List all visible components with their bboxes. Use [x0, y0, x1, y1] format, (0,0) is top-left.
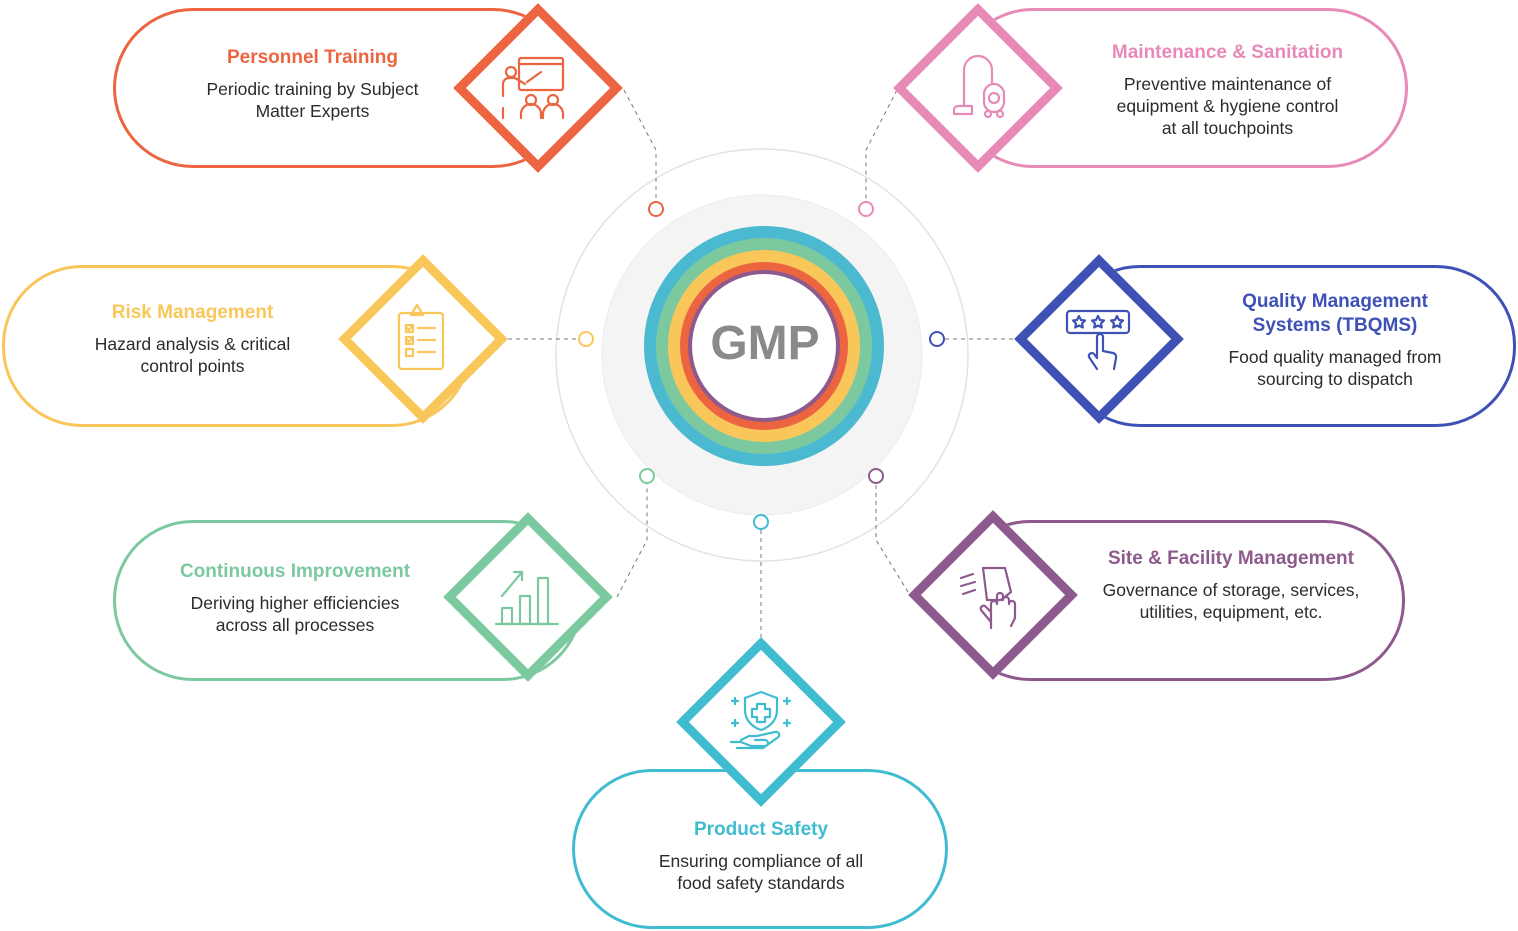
card-description: Preventive maintenance of equipment & hy…: [1116, 74, 1339, 138]
card-title: Personnel Training: [226, 47, 399, 68]
connector-node: [868, 468, 884, 484]
card-description: Ensuring compliance of all food safety s…: [658, 851, 864, 893]
card-description: Deriving higher efficiencies across all …: [190, 593, 400, 635]
card-description: Governance of storage, services, utiliti…: [1102, 580, 1360, 622]
card-continuous-improvement-text: Continuous Improvement Deriving higher e…: [145, 560, 445, 636]
connector-line: [865, 89, 898, 209]
card-description: Food quality managed from sourcing to di…: [1228, 347, 1442, 389]
connector-node: [858, 201, 874, 217]
training-presentation-icon: [501, 56, 565, 120]
outer-ring: [555, 148, 969, 562]
connector-node: [648, 201, 664, 217]
card-title: Continuous Improvement: [179, 561, 411, 582]
card-risk-management-text: Risk Management Hazard analysis & critic…: [50, 301, 335, 377]
connector-node: [639, 468, 655, 484]
card-title: Site & Facility Management: [1107, 548, 1354, 569]
connector-node: [753, 514, 769, 530]
cleaning-hand-icon: [959, 566, 1017, 630]
card-personnel-training-text: Personnel Training Periodic training by …: [160, 46, 465, 122]
card-product-safety-text: Product Safety Ensuring compliance of al…: [620, 818, 902, 894]
card-description: Hazard analysis & critical control point…: [94, 334, 291, 376]
card-title: Risk Management: [111, 302, 274, 323]
connector-node: [929, 331, 945, 347]
ring-center: [692, 274, 836, 418]
card-maintenance-sanitation-text: Maintenance & Sanitation Preventive main…: [1070, 41, 1385, 139]
center-title: GMP: [710, 317, 820, 370]
card-quality-management-text: Quality Management Systems (TBQMS) Food …: [1185, 290, 1485, 390]
connector-line: [623, 89, 657, 209]
vacuum-cleaner-icon: [952, 54, 1006, 119]
shield-hand-icon: [729, 690, 792, 750]
card-title: Maintenance & Sanitation: [1111, 42, 1344, 63]
connector-line: [616, 476, 648, 598]
star-rating-hand-icon: [1065, 309, 1131, 371]
card-site-facility-management-text: Site & Facility Management Governance of…: [1070, 547, 1392, 623]
growth-chart-icon: [494, 570, 560, 626]
connector-node: [578, 331, 594, 347]
card-title: Quality Management Systems (TBQMS): [1242, 291, 1428, 336]
card-description: Periodic training by Subject Matter Expe…: [206, 79, 419, 121]
checklist-clipboard-icon: [397, 303, 445, 371]
card-title: Product Safety: [693, 819, 829, 840]
